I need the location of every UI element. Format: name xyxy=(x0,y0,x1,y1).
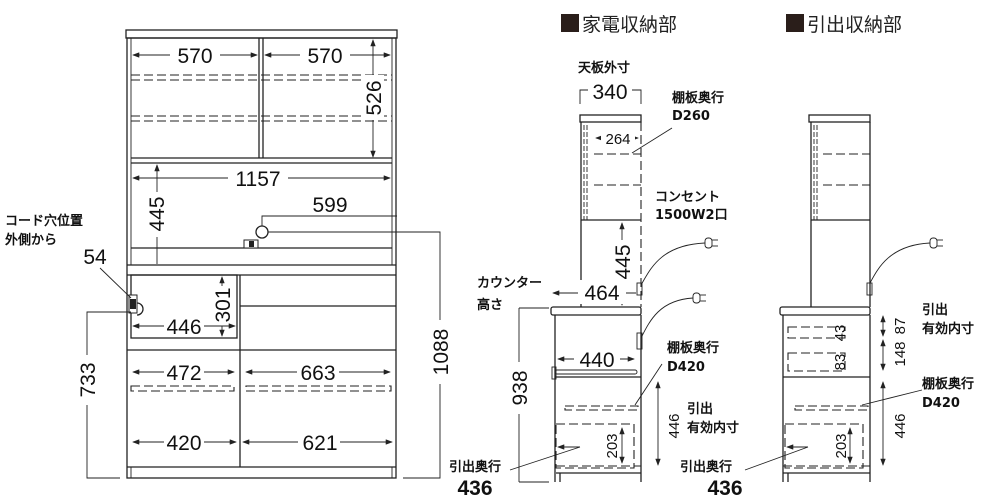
appliance-section-view: 家電収納部 天板外寸 340 棚板奥行 D260 264 コンセント 1500W… xyxy=(449,14,739,500)
dim-cord-hole-offset: 54 xyxy=(83,246,107,269)
shelf-depth-label-upper: 棚板奥行 xyxy=(672,90,724,106)
dim-lower-height: 938 xyxy=(509,370,532,405)
dim-outlet-offset: 599 xyxy=(312,194,347,217)
outlet-spec: 1500W2口 xyxy=(655,208,728,223)
front-view: 570 570 526 1157 445 599 1088 コード穴位置 外側か… xyxy=(4,29,453,479)
cord-hole-icon xyxy=(255,225,269,239)
dim-middle-height-side: 445 xyxy=(612,244,635,279)
dim-middle-width: 1157 xyxy=(235,168,280,191)
dim-drawer-height: 446 xyxy=(666,413,683,438)
shelf-depth-upper: D260 xyxy=(672,109,710,124)
dim-drawer-depth: 436 xyxy=(457,477,492,500)
dim-lower-left-bottom: 420 xyxy=(166,432,201,455)
counter-label-1: カウンター xyxy=(477,276,542,291)
dim-small-drawer-2: 83 xyxy=(832,354,849,371)
dim-lower-left-top: 472 xyxy=(166,362,201,385)
dim-drawer-side: 203 xyxy=(604,433,621,458)
dim-small-drawer-1: 43 xyxy=(832,325,849,342)
dim-outlet-height: 1088 xyxy=(430,329,453,376)
counter-label-2: 高さ xyxy=(477,297,503,313)
drawer-label-2-right: 有効内寸 xyxy=(922,321,974,337)
drawer-section-title: 引出収納部 xyxy=(807,14,902,36)
dim-upper-width-right: 570 xyxy=(307,45,342,68)
dim-counter-depth: 464 xyxy=(584,282,619,305)
dim-lower-right-bottom: 621 xyxy=(302,432,337,455)
shelf-depth-label-right: 棚板奥行 xyxy=(922,376,974,392)
cord-hole-label-1: コード穴位置 xyxy=(5,213,83,229)
drawer-depth-label-right: 引出奥行 xyxy=(680,459,732,475)
dim-small-drawer-1-outer: 87 xyxy=(892,318,909,335)
drawer-section-view: 引出収納部 43 83 87 148 引出 有効内寸 棚板奥行 D420 203… xyxy=(680,14,974,500)
outlet-label: コンセント xyxy=(655,190,720,205)
shelf-depth-lower: D420 xyxy=(667,360,705,375)
dim-cubby-height: 301 xyxy=(212,287,235,322)
drawer-label-1-right: 引出 xyxy=(922,302,948,318)
dim-drawer-height-right: 446 xyxy=(892,413,909,438)
top-outer-label: 天板外寸 xyxy=(578,60,630,76)
dim-small-drawer-2-outer: 148 xyxy=(892,341,909,366)
drawer-depth-label: 引出奥行 xyxy=(449,459,501,475)
dim-drawer-side-right: 203 xyxy=(833,433,850,458)
dim-counter-height: 733 xyxy=(77,362,100,397)
dim-middle-height: 445 xyxy=(146,196,169,231)
shelf-depth-label-lower: 棚板奥行 xyxy=(667,340,719,356)
appliance-section-title: 家電収納部 xyxy=(582,14,677,36)
dim-upper-height: 526 xyxy=(363,80,386,115)
drawer-label-2: 有効内寸 xyxy=(687,420,739,436)
power-cord-icon xyxy=(640,242,706,286)
dim-slide-depth: 440 xyxy=(579,349,614,372)
shelf-depth-right: D420 xyxy=(922,396,960,411)
dim-drawer-depth-right: 436 xyxy=(707,477,742,500)
dim-cubby-width: 446 xyxy=(166,316,201,339)
dim-upper-inner-depth: 264 xyxy=(605,131,630,148)
cord-hole-label-2: 外側から xyxy=(4,232,57,248)
dim-lower-right-top: 663 xyxy=(300,362,335,385)
drawer-label-1: 引出 xyxy=(687,401,713,417)
dim-upper-width-left: 570 xyxy=(177,45,212,68)
outlet-icon xyxy=(249,241,254,247)
dim-top-depth: 340 xyxy=(592,81,627,104)
